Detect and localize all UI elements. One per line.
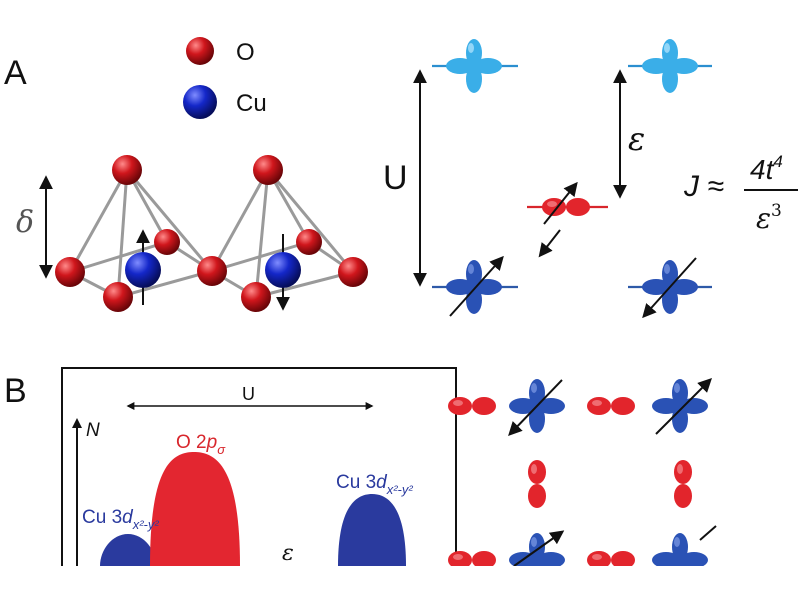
formula-denominator: ε3: [756, 201, 782, 235]
p-orbital: [674, 460, 692, 508]
orbital-lattice: [448, 378, 717, 587]
legend-copper-swatch: [183, 85, 217, 119]
oxygen-atom: [296, 229, 322, 255]
legend-oxygen-label: O: [236, 39, 255, 66]
crystal-structure: [55, 155, 368, 312]
panel-a-label: A: [4, 54, 27, 92]
copper-atom: [265, 252, 301, 288]
spin-arrow: [655, 378, 712, 435]
cu-upper-band-label: Cu 3dx²-y²: [336, 472, 413, 497]
oxygen-atom: [112, 155, 142, 185]
p-orbital: [528, 460, 546, 508]
upper-orbital-right: [642, 39, 698, 93]
d-orbital: [652, 379, 708, 433]
u-label: U: [383, 159, 408, 197]
oxygen-atom: [241, 282, 271, 312]
cu-lower-band: [100, 534, 156, 566]
delta-label: δ: [16, 205, 34, 240]
copper-atom: [125, 252, 161, 288]
oxygen-atom: [154, 229, 180, 255]
spin-arrow: [699, 525, 717, 541]
density-of-states: N U O 2pσ Cu 3dx²-y² Cu 3dx²-y² ε: [61, 367, 457, 566]
bottom-crop: [0, 566, 800, 600]
p-orbital: [587, 397, 635, 415]
lower-spin-right: [642, 257, 697, 319]
spin-arrow: [513, 530, 565, 567]
o-band-label: O 2pσ: [176, 432, 226, 457]
legend: O Cu: [183, 37, 267, 119]
legend-oxygen-swatch: [186, 37, 214, 65]
legend-copper-label: Cu: [236, 90, 267, 117]
dos-u-label: U: [242, 384, 255, 404]
oxygen-atom: [103, 282, 133, 312]
cu-lower-band-label: Cu 3dx²-y²: [82, 507, 159, 532]
oxygen-orbital: [542, 198, 590, 216]
spin-arrow: [508, 379, 563, 437]
formula-numerator: 4t4: [750, 152, 783, 185]
oxygen-spin-up: [543, 181, 578, 225]
oxygen-atom: [55, 257, 85, 287]
dos-frame: [61, 367, 457, 566]
epsilon-label: ε: [628, 120, 645, 158]
formula-lhs: J ≈: [683, 170, 724, 203]
oxygen-atom: [253, 155, 283, 185]
p-orbital: [448, 397, 496, 415]
oxygen-spin-down: [538, 229, 561, 258]
dos-y-axis-label: N: [86, 420, 100, 441]
lower-spin-left: [449, 255, 504, 317]
dos-epsilon-label: ε: [282, 541, 294, 566]
o-band: [150, 452, 240, 566]
panel-b-label: B: [4, 372, 27, 410]
oxygen-atom: [197, 256, 227, 286]
oxygen-atom: [338, 257, 368, 287]
energy-scheme: U ε J ≈ 4t4 ε3: [383, 39, 798, 319]
cu-upper-band: [338, 494, 406, 566]
upper-orbital-left: [446, 39, 502, 93]
